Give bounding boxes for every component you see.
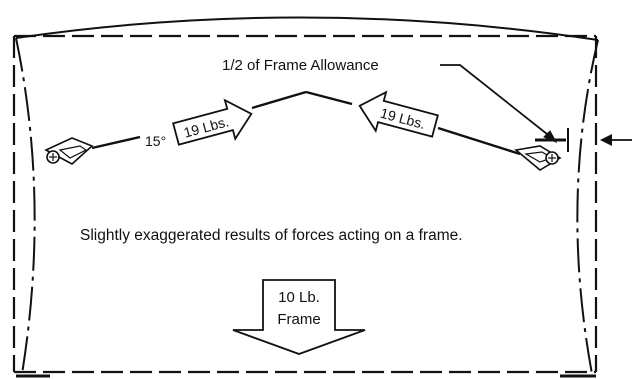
allowance-leader [440, 64, 569, 152]
deformed-frame-outline [15, 16, 599, 375]
caption-text: Slightly exaggerated results of forces a… [80, 227, 463, 244]
weight-label-line2: Frame [277, 311, 320, 328]
weight-label-line1: 10 Lb. [278, 289, 320, 306]
hanging-wire [91, 90, 521, 156]
left-force-arrow-icon: 19 Lbs. [172, 98, 253, 146]
left-hanger-clip-icon [44, 137, 94, 165]
original-frame-outline [12, 34, 598, 374]
right-hanger-clip-icon [514, 145, 562, 171]
angle-label: 15° [145, 133, 166, 149]
frame-weight-arrow-icon: 10 Lb. Frame [232, 279, 366, 355]
allowance-label: 1/2 of Frame Allowance [222, 57, 379, 74]
right-force-arrow-icon: 19 Lbs. [358, 90, 439, 138]
external-pressure-arrow-icon [600, 134, 632, 146]
